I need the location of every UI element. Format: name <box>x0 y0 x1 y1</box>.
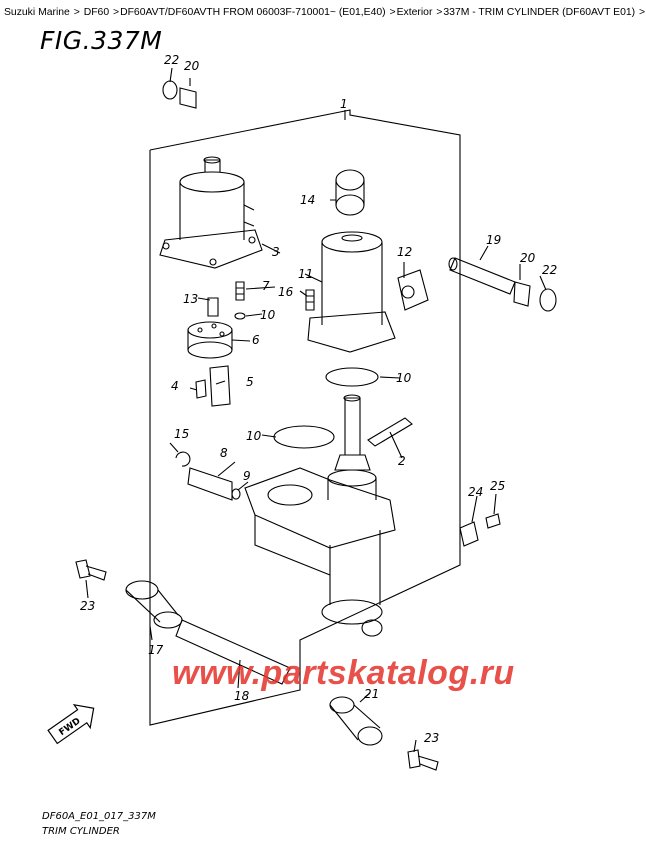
callout-8[interactable]: 8 <box>220 446 228 460</box>
breadcrumb: Suzuki Marine > DF60 >DF60AVT/DF60AVTH F… <box>4 6 645 19</box>
part-plug-4 <box>195 379 207 399</box>
callout-23a[interactable]: 23 <box>80 599 95 613</box>
breadcrumb-separator: > <box>636 7 646 18</box>
part-valve-5 <box>209 365 231 407</box>
callout-10c[interactable]: 10 <box>246 429 262 443</box>
part-bolt-16 <box>305 289 315 311</box>
callout-4[interactable]: 4 <box>171 379 179 393</box>
part-valve-8 <box>187 467 233 501</box>
part-ring-10a <box>234 312 246 320</box>
part-valve-block <box>397 269 429 311</box>
callout-17[interactable]: 17 <box>148 643 164 657</box>
part-bush-21 <box>329 696 383 746</box>
part-bolt-23a <box>75 559 107 581</box>
part-valve-body-6 <box>187 321 233 359</box>
part-spacer-24 <box>459 521 479 547</box>
breadcrumb-item-variant[interactable]: DF60AVT/DF60AVTH FROM 06003F-710001~ (E0… <box>120 7 386 18</box>
callout-10a[interactable]: 10 <box>260 308 276 322</box>
breadcrumb-separator: > <box>110 7 120 18</box>
callout-7[interactable]: 7 <box>262 279 270 293</box>
breadcrumb-separator: > <box>433 7 443 18</box>
callout-9[interactable]: 9 <box>243 469 251 483</box>
callout-20a[interactable]: 20 <box>184 59 200 73</box>
callout-22a[interactable]: 22 <box>164 53 179 67</box>
callout-24[interactable]: 24 <box>468 485 483 499</box>
callout-5[interactable]: 5 <box>246 375 254 389</box>
part-bolt-23b <box>407 749 439 771</box>
parts-diagram: 1 2 3 4 5 6 7 8 9 10 10 10 11 12 13 14 1… <box>47 53 557 771</box>
callout-18[interactable]: 18 <box>234 689 250 703</box>
callout-20b[interactable]: 20 <box>520 251 536 265</box>
callout-12[interactable]: 12 <box>397 245 412 259</box>
callout-10b[interactable]: 10 <box>396 371 412 385</box>
callout-19[interactable]: 19 <box>486 233 501 247</box>
watermark: www.partskatalog.ru <box>172 654 515 692</box>
callout-25[interactable]: 25 <box>490 479 505 493</box>
part-arm-2 <box>367 417 413 447</box>
part-pin <box>448 257 516 295</box>
callout-6[interactable]: 6 <box>252 333 260 347</box>
part-motor <box>159 156 263 269</box>
part-bush-right <box>513 281 531 307</box>
part-ring-9 <box>231 488 241 500</box>
part-clip-15 <box>175 451 191 467</box>
part-pump-cylinder <box>307 231 396 353</box>
fwd-arrow-icon: FWD <box>47 703 95 745</box>
assembly-frame <box>149 109 461 726</box>
callout-21[interactable]: 21 <box>364 687 379 701</box>
breadcrumb-separator: > <box>386 7 396 18</box>
part-bush-17 <box>125 580 183 629</box>
breadcrumb-item-section[interactable]: Exterior <box>396 7 433 18</box>
part-o-ring-10b <box>325 367 379 387</box>
callout-23b[interactable]: 23 <box>424 731 439 745</box>
part-bolt-7 <box>235 281 245 301</box>
part-bolt-25 <box>485 513 501 529</box>
breadcrumb-item-model[interactable]: DF60 <box>83 7 110 18</box>
part-ring-top <box>162 80 178 100</box>
callout-13[interactable]: 13 <box>183 292 198 306</box>
figure-code: DF60A_E01_017_337M <box>42 811 156 822</box>
callout-15[interactable]: 15 <box>174 427 189 441</box>
breadcrumb-item-figure[interactable]: 337M - TRIM CYLINDER (DF60AVT E01) <box>443 7 636 18</box>
part-bush-top <box>179 87 197 109</box>
part-valve-13 <box>207 297 219 317</box>
callout-3[interactable]: 3 <box>272 245 280 259</box>
part-ring-right <box>539 288 557 312</box>
breadcrumb-separator: > <box>70 7 83 18</box>
figure-name: TRIM CYLINDER <box>42 826 120 837</box>
part-pipe-18 <box>175 619 291 685</box>
callout-16[interactable]: 16 <box>278 285 294 299</box>
part-grommet <box>335 169 365 216</box>
callout-14[interactable]: 14 <box>300 193 315 207</box>
callout-11[interactable]: 11 <box>298 267 313 281</box>
callout-2[interactable]: 2 <box>398 454 406 468</box>
breadcrumb-item-brand[interactable]: Suzuki Marine <box>4 7 70 18</box>
callout-1[interactable]: 1 <box>340 97 348 111</box>
part-trim-cylinder <box>244 394 396 637</box>
callout-22b[interactable]: 22 <box>542 263 557 277</box>
figure-title: FIG.337M <box>40 26 163 55</box>
part-o-ring-10c <box>273 425 335 449</box>
